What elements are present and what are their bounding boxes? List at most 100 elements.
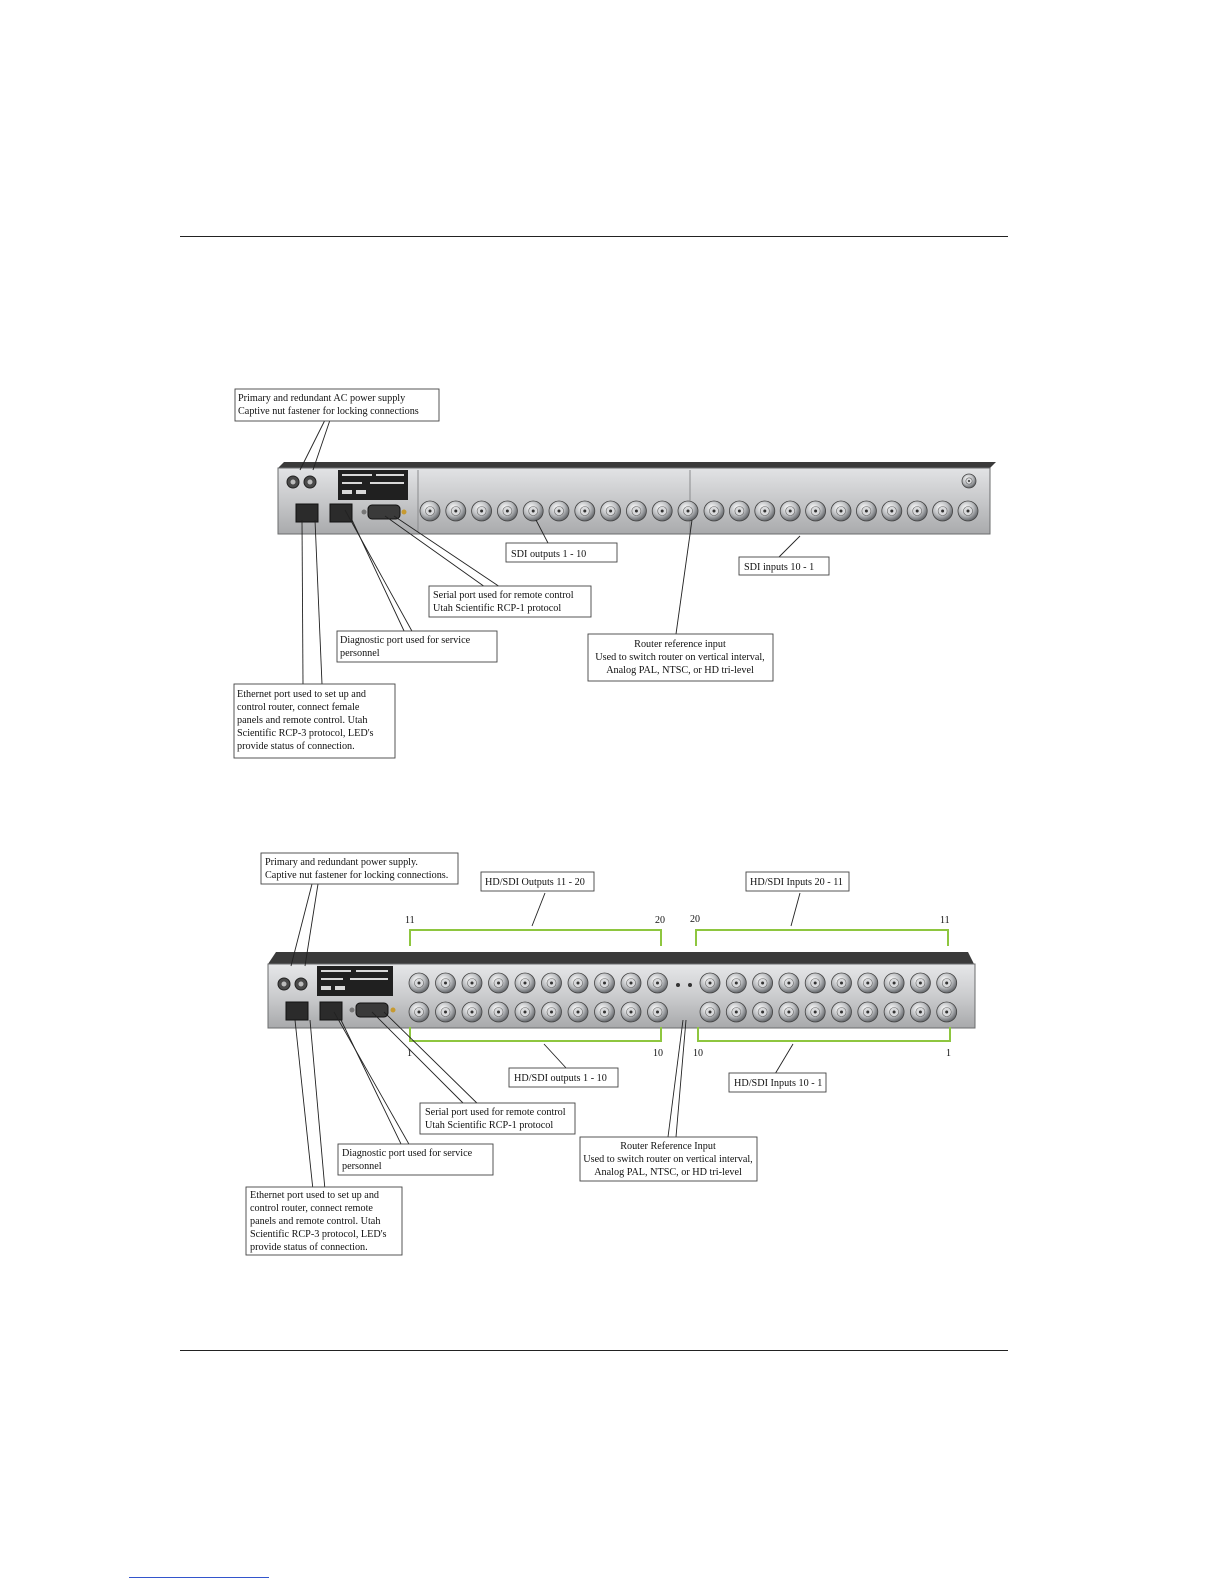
svg-text:Primary and redundant power su: Primary and redundant power supply. xyxy=(265,857,418,868)
bnc-connector-icon xyxy=(910,1001,931,1023)
bnc-connector-icon xyxy=(522,500,544,522)
svg-text:Analog PAL, NTSC, or HD tri-le: Analog PAL, NTSC, or HD tri-level xyxy=(594,1167,742,1178)
svg-text:11: 11 xyxy=(405,915,415,926)
svg-text:Ethernet port used to set up a: Ethernet port used to set up and xyxy=(237,689,366,700)
callout-serial-port: Serial port used for remote control Utah… xyxy=(419,1102,576,1135)
serial-port-icon xyxy=(367,504,401,520)
bnc-connector-icon xyxy=(514,972,536,994)
router-rear-panel-figure-1: Primary and redundant AC power supply Ca… xyxy=(233,388,996,759)
callout-power-supply: Primary and redundant power supply. Capt… xyxy=(260,852,459,885)
svg-text:Diagnostic port used for servi: Diagnostic port used for service xyxy=(342,1148,473,1159)
bnc-connector-icon xyxy=(883,1001,905,1023)
bnc-connector-icon xyxy=(830,500,852,522)
bnc-connector-icon xyxy=(699,1001,721,1023)
bnc-connector-icon xyxy=(651,500,673,522)
callout-diagnostic-port: Diagnostic port used for service personn… xyxy=(337,1143,494,1176)
bnc-connector-icon xyxy=(620,972,642,994)
callout-sdi-outputs: SDI outputs 1 - 10 xyxy=(505,542,618,563)
svg-text:Scientific RCP-3 protocol, LED: Scientific RCP-3 protocol, LED's xyxy=(237,728,374,739)
bnc-connector-icon xyxy=(496,500,518,522)
bnc-connector-icon xyxy=(541,1001,562,1023)
bnc-connector-icon xyxy=(541,972,562,994)
bnc-connector-icon xyxy=(435,972,456,994)
svg-text:SDI inputs 10 - 1: SDI inputs 10 - 1 xyxy=(744,562,814,573)
router-rear-panel-figure-2: 11 20 20 11 1 10 10 1 Primary and redund… xyxy=(245,852,976,1256)
svg-text:panels and remote control. Uta: panels and remote control. Utah xyxy=(250,1216,380,1227)
bnc-connector-icon xyxy=(883,972,905,994)
ethernet-port-icon xyxy=(295,503,319,523)
svg-text:HD/SDI Outputs 11 - 20: HD/SDI Outputs 11 - 20 xyxy=(485,877,585,888)
svg-text:Utah Scientific RCP-1 protocol: Utah Scientific RCP-1 protocol xyxy=(425,1120,553,1131)
svg-text:control router, connect remote: control router, connect remote xyxy=(250,1203,373,1214)
svg-text:Serial port used for remote co: Serial port used for remote control xyxy=(425,1107,566,1118)
bnc-connector-icon xyxy=(961,473,977,489)
bnc-connector-icon xyxy=(779,500,801,522)
bnc-connector-icon xyxy=(626,500,647,522)
bnc-connector-icon xyxy=(906,500,928,522)
svg-text:10: 10 xyxy=(653,1048,663,1059)
bnc-connector-icon xyxy=(856,500,877,522)
bnc-connector-icon xyxy=(408,972,430,994)
callout-hd-sdi-inputs-20-11: HD/SDI Inputs 20 - 11 xyxy=(745,871,850,892)
power-connector-icon xyxy=(286,475,317,489)
svg-text:HD/SDI Inputs 10 - 1: HD/SDI Inputs 10 - 1 xyxy=(734,1078,822,1089)
bnc-connector-icon xyxy=(567,1001,589,1023)
bnc-connector-icon xyxy=(594,972,615,994)
bnc-connector-row xyxy=(419,473,979,522)
svg-text:HD/SDI outputs 1 - 10: HD/SDI outputs 1 - 10 xyxy=(514,1073,607,1084)
svg-text:Captive nut fastener for locki: Captive nut fastener for locking connect… xyxy=(265,870,448,881)
svg-text:Diagnostic port used for servi: Diagnostic port used for service xyxy=(340,635,471,646)
port-numbers: 11 20 20 11 1 10 10 1 xyxy=(405,914,951,1059)
callout-hd-sdi-outputs-11-20: HD/SDI Outputs 11 - 20 xyxy=(480,871,595,892)
bnc-connector-icon xyxy=(936,972,958,994)
port-range-brackets xyxy=(409,929,951,1042)
callout-ethernet-port: Ethernet port used to set up and control… xyxy=(233,683,396,759)
bnc-connector-icon xyxy=(435,1001,456,1023)
bnc-connector-icon xyxy=(703,500,725,522)
svg-text:SDI outputs 1 - 10: SDI outputs 1 - 10 xyxy=(511,549,586,560)
bnc-connector-icon xyxy=(419,500,441,522)
bnc-connector-icon xyxy=(729,500,750,522)
svg-text:HD/SDI Inputs 20 - 11: HD/SDI Inputs 20 - 11 xyxy=(750,877,843,888)
ethernet-port-icon xyxy=(285,1001,309,1021)
bnc-connector-icon xyxy=(754,500,776,522)
bnc-connector-icon xyxy=(488,1001,509,1023)
bnc-connector-icon xyxy=(461,972,483,994)
callout-power-supply: Primary and redundant AC power supply Ca… xyxy=(234,388,440,422)
bnc-connector-icon xyxy=(725,1001,747,1023)
bnc-connector-icon xyxy=(488,972,509,994)
callout-router-reference: Router reference input Used to switch ro… xyxy=(587,633,774,682)
callout-hd-sdi-inputs-10-1: HD/SDI Inputs 10 - 1 xyxy=(728,1072,827,1093)
bnc-connector-icon xyxy=(600,500,621,522)
svg-text:Primary and redundant AC power: Primary and redundant AC power supply xyxy=(238,393,406,404)
bnc-connector-icon xyxy=(548,500,570,522)
callout-diagnostic-port: Diagnostic port used for service personn… xyxy=(336,630,498,663)
svg-text:1: 1 xyxy=(407,1048,412,1059)
svg-text:provide status of connection.: provide status of connection. xyxy=(250,1242,368,1253)
bnc-connector-icon xyxy=(408,1001,430,1023)
bnc-connector-icon xyxy=(804,972,826,994)
router-chassis-2 xyxy=(267,952,976,1029)
svg-text:Scientific RCP-3 protocol, LED: Scientific RCP-3 protocol, LED's xyxy=(250,1229,387,1240)
callout-router-reference: Router Reference Input Used to switch ro… xyxy=(579,1136,758,1182)
bnc-connector-icon xyxy=(831,972,852,994)
svg-text:Router reference input: Router reference input xyxy=(634,639,726,650)
svg-text:provide status of connection.: provide status of connection. xyxy=(237,741,355,752)
bnc-connector-icon xyxy=(857,972,879,994)
bnc-connector-icon xyxy=(594,1001,615,1023)
bnc-connector-icon xyxy=(699,972,721,994)
callout-ethernet-port: Ethernet port used to set up and control… xyxy=(245,1186,403,1256)
bnc-connector-icon xyxy=(471,500,493,522)
bnc-connector-grid xyxy=(408,972,958,1023)
diagnostic-port-icon xyxy=(329,503,353,523)
svg-text:personnel: personnel xyxy=(342,1161,382,1172)
bnc-connector-icon xyxy=(957,500,979,522)
svg-text:20: 20 xyxy=(690,914,700,925)
router-chassis-1 xyxy=(277,462,996,535)
svg-text:10: 10 xyxy=(693,1048,703,1059)
callout-hd-sdi-outputs-1-10: HD/SDI outputs 1 - 10 xyxy=(508,1067,619,1088)
diagnostic-port-icon xyxy=(319,1001,343,1021)
bnc-connector-icon xyxy=(910,972,931,994)
bnc-connector-icon xyxy=(778,972,800,994)
bnc-connector-icon xyxy=(574,500,596,522)
